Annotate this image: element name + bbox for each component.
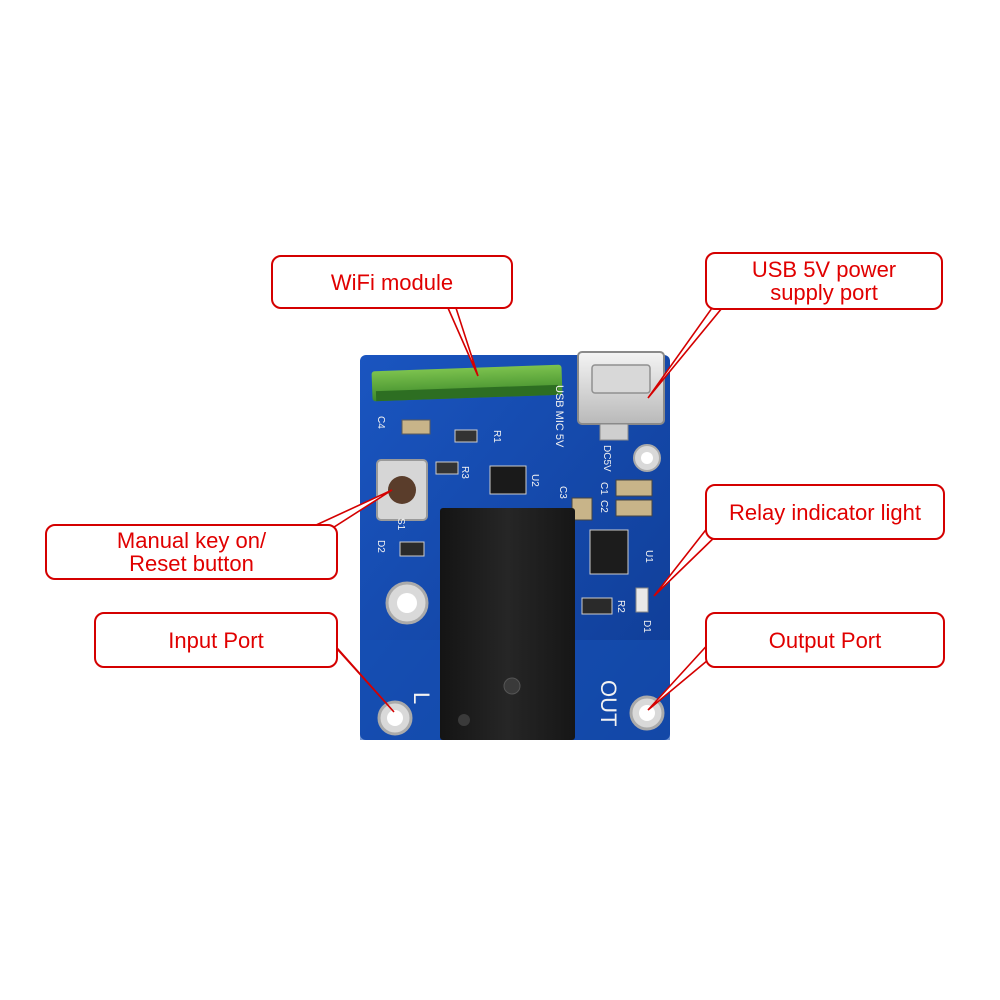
input-port-hole	[387, 710, 403, 726]
input-port-callout: Input Port	[94, 612, 338, 668]
usb-power-callout: USB 5V power supply port	[705, 252, 943, 310]
resistor-r1	[454, 429, 478, 443]
usb-power-label-line1: USB 5V power	[751, 257, 897, 282]
silk-d2: D2	[375, 540, 386, 553]
resistor-r2	[581, 597, 613, 615]
wifi-module-edge	[375, 384, 559, 402]
relay-marker	[458, 714, 470, 726]
pcb-board: USB MIC 5V DC5V L OUT C4 R1 R3 U2 S1 D2 …	[360, 351, 670, 740]
reset-button-cap	[388, 476, 416, 504]
silk-r3: R3	[459, 466, 470, 479]
manual-key-label-line2: Reset button	[129, 551, 254, 576]
silk-r1: R1	[491, 430, 502, 443]
silk-l: L	[409, 692, 434, 704]
input-port-label: Input Port	[168, 627, 264, 653]
relay-indicator-label: Relay indicator light	[729, 499, 921, 525]
silk-u2: U2	[529, 474, 540, 487]
silk-c1: C1	[598, 482, 609, 495]
silk-u1: U1	[643, 550, 654, 563]
silk-s1: S1	[395, 518, 406, 531]
regulator-u1	[589, 529, 629, 575]
silk-c2: C2	[598, 500, 609, 513]
relay-vent	[503, 677, 521, 695]
capacitor-c4	[401, 419, 431, 435]
output-port-hole	[639, 705, 655, 721]
capacitor-c1	[615, 479, 653, 497]
usb-connector-opening	[591, 364, 651, 394]
silk-c4: C4	[375, 416, 386, 429]
silk-c3: C3	[557, 486, 568, 499]
led-d1	[635, 587, 649, 613]
manual-key-label-line1: Manual key on/	[116, 528, 267, 553]
silk-r2: R2	[615, 600, 626, 613]
capacitor-c2	[615, 499, 653, 517]
power-pad-hole	[641, 452, 653, 464]
silk-out: OUT	[596, 680, 621, 726]
wifi-module-label: WiFi module	[330, 269, 454, 295]
relay-body	[440, 508, 575, 740]
usb-power-label-line2: supply port	[770, 280, 878, 305]
silkscreen: USB MIC 5V DC5V L OUT C4 R1 R3 U2 S1 D2 …	[375, 385, 654, 726]
leader-lines	[312, 307, 724, 713]
silk-usb: USB MIC 5V	[553, 385, 565, 448]
output-port-callout: Output Port	[705, 612, 945, 668]
relay-indicator-callout: Relay indicator light	[705, 484, 945, 540]
chip-u2	[489, 465, 527, 495]
resistor-r3	[435, 461, 459, 475]
manual-key-callout: Manual key on/ Reset button	[45, 524, 338, 580]
mounting-hole-center	[397, 593, 417, 613]
silk-dc5v: DC5V	[601, 445, 612, 472]
output-port-label: Output Port	[768, 627, 882, 653]
diode-d2	[399, 541, 425, 557]
usb-connector-tab	[599, 423, 629, 441]
silk-d1: D1	[641, 620, 652, 633]
wifi-module-callout: WiFi module	[271, 255, 513, 309]
